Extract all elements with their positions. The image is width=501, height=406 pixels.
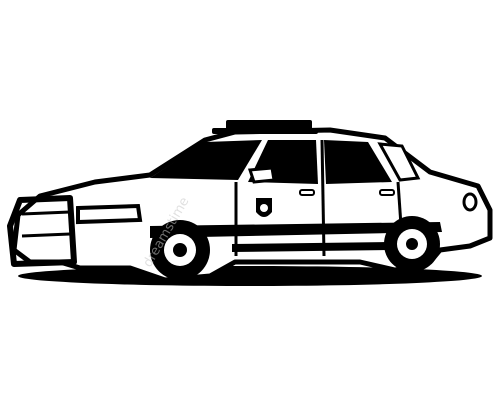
grille-bar-1 (21, 210, 71, 216)
tail-light (462, 192, 478, 212)
rear-wheel (384, 216, 440, 272)
front-wheel (150, 220, 210, 280)
side-stripe (150, 222, 442, 238)
rear-quarter-window (377, 142, 421, 182)
roof-light-base (212, 128, 318, 134)
lower-rocker-stripe (232, 242, 388, 252)
front-door-handle (299, 189, 315, 196)
roof-light-bar (226, 120, 312, 130)
grille-bar-2 (21, 232, 71, 238)
rear-door-handle (379, 189, 395, 196)
badge-emblem (260, 204, 268, 212)
center-door-seam (320, 139, 326, 257)
rear-side-window (324, 140, 392, 184)
push-bumper (7, 195, 77, 267)
headlight (76, 203, 143, 225)
side-mirror (247, 166, 276, 184)
windshield (150, 140, 262, 180)
